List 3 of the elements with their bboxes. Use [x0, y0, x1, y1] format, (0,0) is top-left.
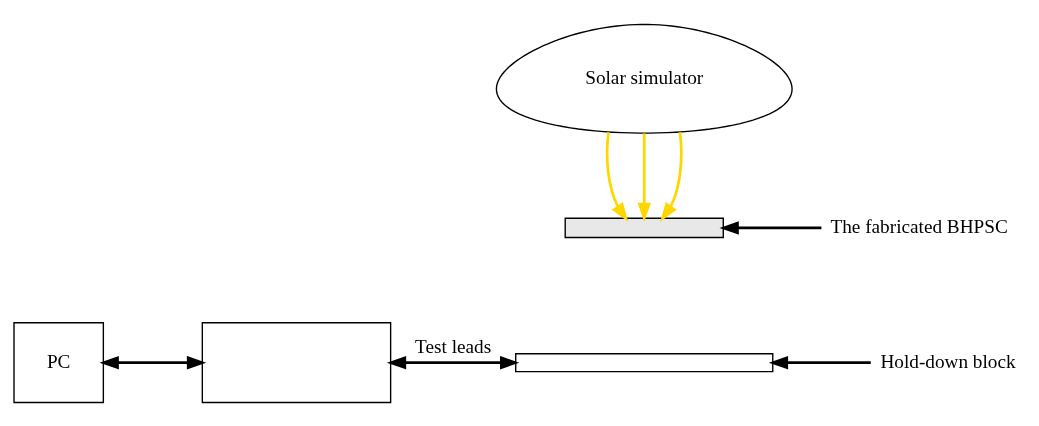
edge-label: Test leads: [415, 335, 492, 357]
node-text: The fabricated BHPSC: [830, 215, 1008, 237]
node-text: Hold-down block: [880, 350, 1016, 372]
